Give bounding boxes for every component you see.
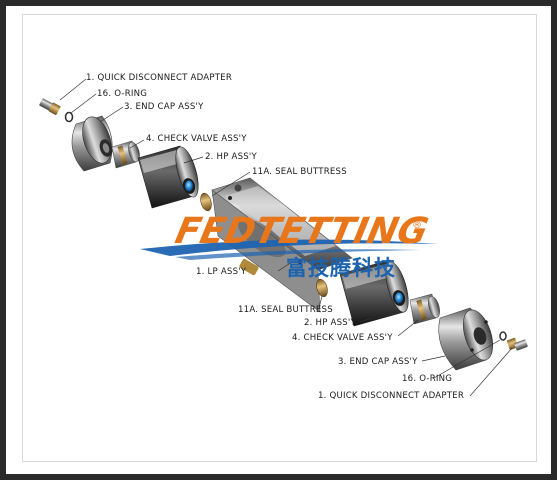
lp-assembly-body xyxy=(211,177,353,313)
port-fitting xyxy=(234,184,242,192)
check-valve-top xyxy=(111,140,140,169)
quick-disconnect-adapter-bottom xyxy=(506,337,528,351)
lens-top xyxy=(185,180,193,192)
label-o-ring-top: 16. O-RING xyxy=(97,89,148,99)
quick-disconnect-adapter-top xyxy=(39,98,61,115)
check-valve-bottom xyxy=(409,293,440,325)
seal-buttress-top xyxy=(200,192,212,212)
end-cap-bottom xyxy=(438,307,494,371)
label-hp-assembly-top: 2. HP ASS'Y xyxy=(205,152,257,162)
label-o-ring-bottom: 16. O-RING xyxy=(402,374,453,384)
watermark-chinese-name: 富技腾科技 xyxy=(286,256,396,280)
label-seal-buttress-top: 11A. SEAL BUTTRESS xyxy=(252,167,347,177)
hp-assembly-bottom xyxy=(339,259,409,327)
leader-lines xyxy=(59,78,513,397)
label-quick-disconnect-adapter-bottom: 1. QUICK DISCONNECT ADAPTER xyxy=(318,391,464,401)
label-hp-assembly-bottom: 2. HP ASS'Y xyxy=(304,318,356,328)
label-lp-assembly: 1. LP ASS'Y xyxy=(196,267,247,277)
o-ring-top xyxy=(64,111,74,123)
watermark-brand-logo: FEDTETTING xyxy=(171,211,432,252)
label-end-cap-bottom: 3. END CAP ASS'Y xyxy=(338,357,418,367)
label-check-valve-bottom: 4. CHECK VALVE ASS'Y xyxy=(292,333,393,343)
hp-assembly-top xyxy=(137,145,199,209)
lens-bottom xyxy=(395,292,403,304)
label-quick-disconnect-adapter-top: 1. QUICK DISCONNECT ADAPTER xyxy=(86,73,232,83)
o-ring-bottom xyxy=(499,331,507,341)
watermark-registered-mark: ® xyxy=(412,220,422,231)
label-end-cap-top: 3. END CAP ASS'Y xyxy=(124,102,204,112)
label-seal-buttress-bottom: 11A. SEAL BUTTRESS xyxy=(238,305,333,315)
seal-buttress-bottom xyxy=(316,278,328,298)
label-check-valve-top: 4. CHECK VALVE ASS'Y xyxy=(146,134,247,144)
end-cap-top xyxy=(71,115,113,172)
